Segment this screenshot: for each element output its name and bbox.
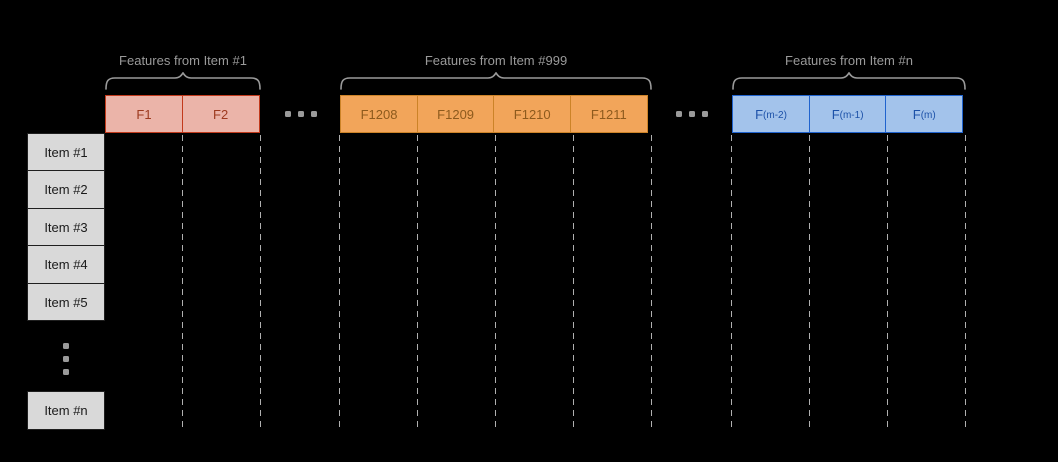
dot [284, 111, 291, 117]
feature-cell: F1210 [493, 95, 572, 133]
feature-cell: F1 [105, 95, 183, 133]
column-guide-dashed-line [182, 135, 184, 427]
vertical-ellipsis-icon [27, 340, 105, 378]
item-row-label: Item #2 [27, 170, 105, 210]
item-row-label: Item #3 [27, 207, 105, 247]
feature-cell: F(m-1) [808, 95, 887, 133]
feature-group-itemn: F(m-2) F(m-1) F(m) [732, 95, 964, 133]
feature-cell-subscript: (m-1) [839, 109, 864, 121]
dot [63, 356, 69, 362]
column-guide-dashed-line [887, 135, 889, 427]
dot [297, 111, 304, 117]
feature-cell-label: F [755, 106, 764, 122]
item-row-label: Item #5 [27, 282, 105, 322]
feature-cell-subscript: (m) [920, 109, 936, 121]
column-guide-dashed-line [651, 135, 653, 427]
item-row-label: Item #1 [27, 133, 105, 172]
dot [689, 111, 695, 117]
column-guide-dashed-line [965, 135, 967, 427]
curly-brace-icon [732, 72, 966, 90]
feature-cell-label: F [912, 106, 921, 122]
column-guide-dashed-line [339, 135, 341, 427]
feature-cell-label: F1210 [513, 106, 551, 122]
column-guide-dashed-line [260, 135, 262, 427]
brace-label-itemn: Features from Item #n [785, 53, 913, 68]
dot [63, 369, 69, 375]
feature-cell-label: F1209 [437, 106, 475, 122]
feature-cell-label: F1208 [360, 106, 398, 122]
curly-brace-icon [340, 72, 652, 90]
feature-cell: F(m-2) [732, 95, 810, 133]
horizontal-ellipsis-icon [261, 95, 340, 133]
feature-cell-label: F [831, 106, 840, 122]
item-row-label: Item #4 [27, 245, 105, 285]
column-guide-dashed-line [573, 135, 575, 427]
feature-cell: F1211 [569, 95, 648, 133]
feature-cell-label: F1 [136, 106, 152, 122]
column-guide-dashed-line [495, 135, 497, 427]
dot [676, 111, 682, 117]
curly-brace-icon [105, 72, 261, 90]
dot [310, 111, 317, 117]
feature-cell: F(m) [885, 95, 964, 133]
feature-group-item999: F1208 F1209 F1210 F1211 [340, 95, 648, 133]
item-row-list: Item #1 Item #2 Item #3 Item #4 Item #5 [27, 133, 105, 322]
feature-cell-label: F1211 [590, 106, 627, 122]
horizontal-ellipsis-icon [652, 95, 732, 133]
column-guide-dashed-line [731, 135, 733, 427]
dot [63, 343, 69, 349]
feature-cell: F2 [181, 95, 260, 133]
feature-cell: F1209 [416, 95, 495, 133]
column-guide-dashed-line [417, 135, 419, 427]
column-guide-dashed-line [809, 135, 811, 427]
feature-cell-label: F2 [213, 106, 229, 122]
feature-cell: F1208 [340, 95, 418, 133]
brace-label-item1: Features from Item #1 [119, 53, 247, 68]
dot [702, 111, 708, 117]
feature-cell-subscript: (m-2) [763, 109, 787, 121]
feature-group-item1: F1 F2 [105, 95, 260, 133]
item-row-label-n: Item #n [27, 391, 105, 430]
brace-label-item999: Features from Item #999 [424, 53, 568, 68]
